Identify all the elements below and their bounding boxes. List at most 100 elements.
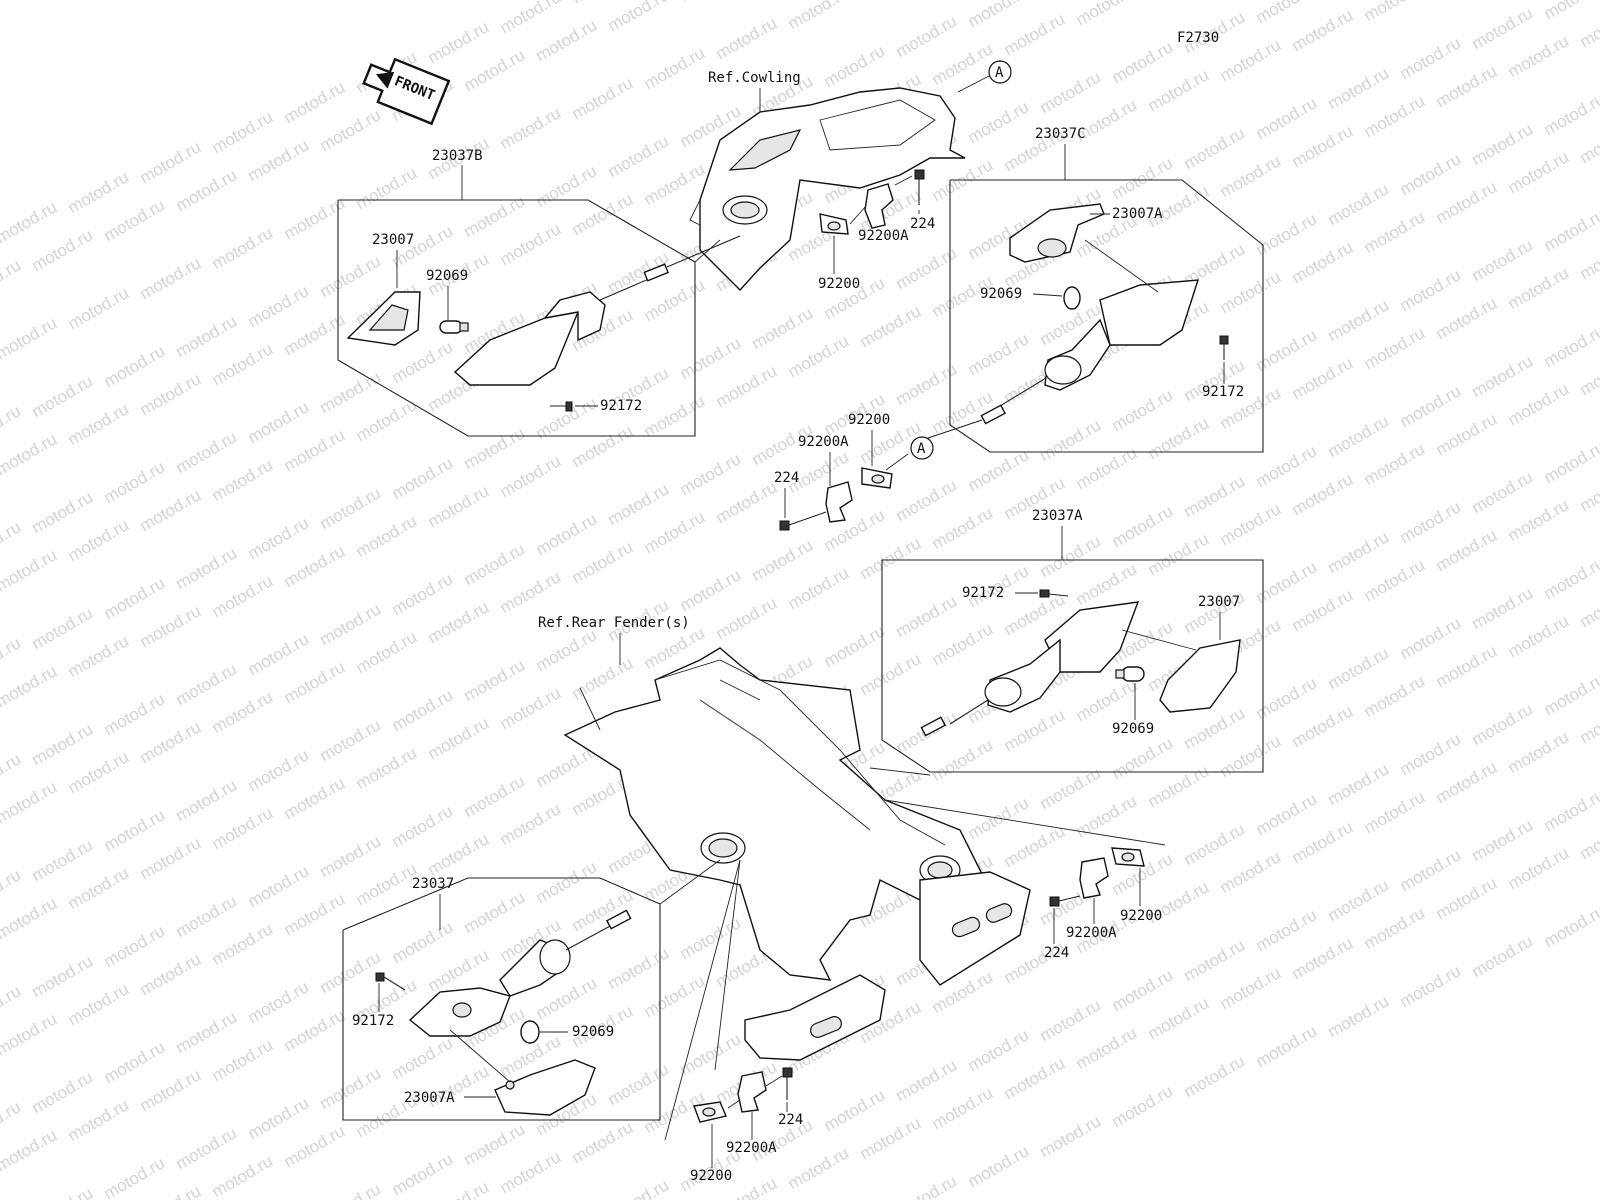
watermark-text: motod.ru (245, 281, 313, 331)
watermark-text: motod.ru (533, 161, 601, 211)
watermark-text: motod.ru (101, 1153, 169, 1200)
watermark-text: motod.ru (821, 1085, 889, 1135)
part-92200-rr: 92200 (1120, 908, 1162, 924)
cowling-part (689, 87, 966, 292)
part-92172-bl: 92172 (352, 1013, 394, 1029)
watermark-text: motod.ru (1505, 843, 1573, 893)
watermark-text: motod.ru (317, 105, 385, 155)
plate-92200-rr (1111, 847, 1145, 867)
watermark-text: motod.ru (0, 749, 24, 799)
lens-23007A-bl (494, 1059, 596, 1116)
watermark-text: motod.ru (1469, 351, 1537, 401)
watermark-text: motod.ru (1181, 703, 1249, 753)
watermark-text: motod.ru (65, 283, 133, 333)
watermark-text: motod.ru (65, 863, 133, 913)
watermark-text: motod.ru (1217, 267, 1285, 317)
watermark-text: motod.ru (389, 1033, 457, 1083)
watermark-text: motod.ru (749, 535, 817, 585)
watermark-text: motod.ru (1469, 699, 1537, 749)
watermark-text: motod.ru (1577, 1, 1600, 51)
watermark-text: motod.ru (101, 1037, 169, 1087)
watermark-text: motod.ru (173, 891, 241, 941)
watermark-text: motod.ru (173, 1007, 241, 1057)
watermark-text: motod.ru (1001, 1053, 1069, 1103)
watermark-text: motod.ru (1577, 697, 1600, 747)
watermark-text: motod.ru (929, 39, 997, 89)
watermark-text: motod.ru (1109, 965, 1177, 1015)
watermark-text: motod.ru (893, 1171, 961, 1200)
watermark-text: motod.ru (0, 1097, 24, 1147)
watermark-text: motod.ru (281, 773, 349, 823)
watermark-text: motod.ru (1397, 845, 1465, 895)
watermark-text: motod.ru (1217, 35, 1285, 85)
watermark-text: motod.ru (29, 1183, 97, 1200)
watermark-text: motod.ru (353, 511, 421, 561)
watermark-text: motod.ru (965, 1025, 1033, 1075)
watermark-text: motod.ru (1145, 761, 1213, 811)
watermark-text: motod.ru (533, 625, 601, 675)
watermark-text: motod.ru (1361, 555, 1429, 605)
watermark-text: motod.ru (929, 619, 997, 669)
watermark-text: motod.ru (1541, 0, 1600, 23)
part-23007A-tr: 23007A (1112, 206, 1163, 222)
bolt-224-rr (1049, 895, 1081, 907)
watermark-text: motod.ru (1469, 815, 1537, 865)
watermark-text: motod.ru (1073, 0, 1141, 29)
watermark-text: motod.ru (1325, 991, 1393, 1041)
watermark-text: motod.ru (1361, 0, 1429, 25)
watermark-text: motod.ru (533, 15, 601, 65)
watermark-text: motod.ru (353, 395, 421, 445)
watermark-text: motod.ru (1073, 443, 1141, 493)
watermark-text: motod.ru (65, 747, 133, 797)
watermark-text: motod.ru (1109, 1081, 1177, 1131)
watermark-text: motod.ru (1289, 237, 1357, 287)
watermark-text: motod.ru (389, 569, 457, 619)
watermark-text: motod.ru (353, 163, 421, 213)
watermark-text: motod.ru (1109, 153, 1177, 203)
watermark-text: motod.ru (29, 603, 97, 653)
watermark-text: motod.ru (497, 683, 565, 733)
watermark-text: motod.ru (461, 45, 529, 95)
watermark-text: motod.ru (425, 1177, 493, 1200)
watermark-text: motod.ru (1577, 349, 1600, 399)
watermark-text: motod.ru (1505, 379, 1573, 429)
watermark-text: motod.ru (65, 1095, 133, 1145)
bracket-92200A-mid (825, 481, 853, 523)
watermark-text: motod.ru (29, 719, 97, 769)
watermark-text: motod.ru (1361, 439, 1429, 489)
watermark-text: motod.ru (1145, 65, 1213, 115)
watermark-text: motod.ru (1037, 531, 1105, 581)
watermark-text: motod.ru (713, 477, 781, 527)
watermark-text: motod.ru (0, 313, 60, 363)
watermark-text: motod.ru (137, 369, 205, 419)
watermark-text: motod.ru (209, 803, 277, 853)
watermark-text: motod.ru (209, 1035, 277, 1085)
watermark-text: motod.ru (1253, 1021, 1321, 1071)
part-92200-mid: 92200 (848, 412, 890, 428)
watermark-text: motod.ru (1397, 961, 1465, 1011)
watermark-text: motod.ru (1469, 3, 1537, 53)
watermark-text: motod.ru (317, 715, 385, 765)
watermark-text: motod.ru (1541, 321, 1600, 371)
callout-a-top-label: A (995, 65, 1004, 81)
group-23037C-frame (949, 179, 1264, 453)
watermark-text: motod.ru (389, 917, 457, 967)
watermark-text: motod.ru (605, 479, 673, 529)
watermark-text: motod.ru (785, 0, 853, 33)
watermark-text: motod.ru (1325, 411, 1393, 461)
watermark-text: motod.ru (569, 1117, 637, 1167)
watermark-text: motod.ru (0, 865, 24, 915)
watermark-text: motod.ru (1469, 235, 1537, 285)
watermark-text: motod.ru (281, 1005, 349, 1055)
watermark-text: motod.ru (137, 601, 205, 651)
group-23037B-frame (337, 199, 696, 437)
watermark-text: motod.ru (173, 1123, 241, 1173)
watermark-text: motod.ru (1541, 89, 1600, 139)
watermark-text: motod.ru (389, 801, 457, 851)
watermark-text: motod.ru (1145, 529, 1213, 579)
watermark-text: motod.ru (101, 195, 169, 245)
watermark-text: motod.ru (1181, 819, 1249, 869)
watermark-text: motod.ru (1325, 527, 1393, 577)
watermark-text: motod.ru (245, 135, 313, 185)
watermark-text: motod.ru (1505, 727, 1573, 777)
